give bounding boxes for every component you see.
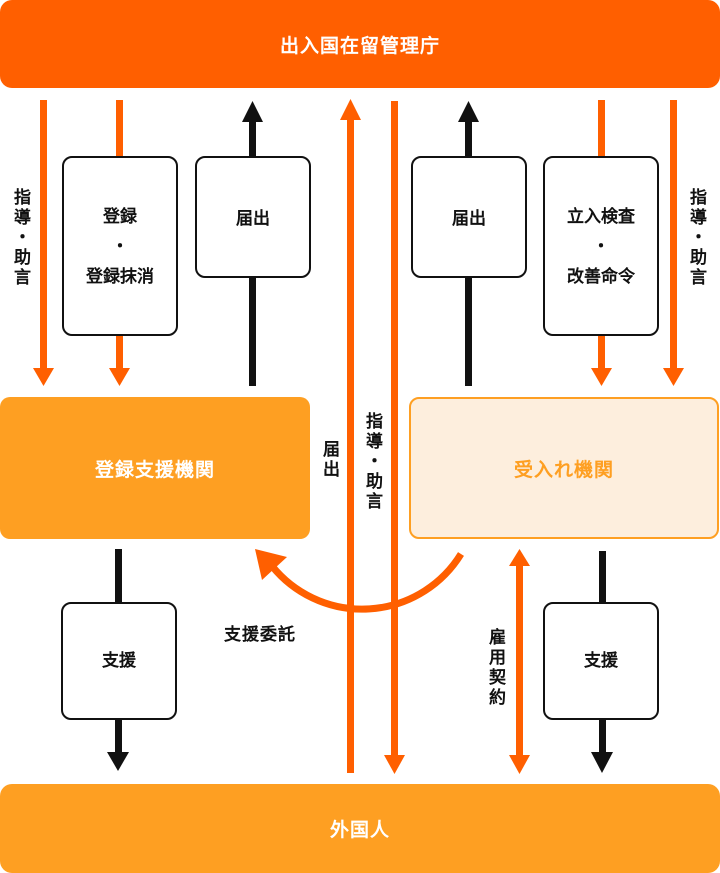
inspection-line-2: ・ — [592, 237, 610, 257]
support-left-box: 支援 — [61, 602, 177, 720]
notification-center-label: 届出 — [319, 440, 339, 480]
support-consignment-label: 支援委託 — [224, 625, 296, 645]
registration-line-2: ・ — [111, 237, 129, 257]
guidance-center-label: 指導・助言 — [362, 412, 382, 512]
registered-support-org: 登録支援機関 — [0, 397, 310, 539]
inspection-line-1: 立入検査 — [567, 207, 635, 227]
registration-line-3: 登録抹消 — [86, 267, 154, 287]
notification-right-label: 届出 — [452, 209, 486, 229]
arrow-guidance-left — [33, 100, 54, 386]
notification-right-box: 届出 — [411, 156, 527, 278]
arrow-guidance-center — [384, 101, 405, 774]
guidance-right-label: 指導・助言 — [686, 188, 706, 288]
inspection-box: 立入検査 ・ 改善命令 — [543, 156, 659, 336]
immigration-agency-bar: 出入国在留管理庁 — [0, 0, 720, 88]
notification-left-box: 届出 — [195, 156, 311, 278]
guidance-left-label: 指導・助言 — [10, 188, 30, 288]
accepting-org: 受入れ機関 — [409, 397, 719, 539]
foreign-national-label: 外国人 — [329, 819, 390, 841]
arrow-notification-center — [340, 99, 361, 773]
immigration-agency-label: 出入国在留管理庁 — [279, 34, 440, 57]
registration-line-1: 登録 — [103, 207, 137, 227]
registration-box: 登録 ・ 登録抹消 — [62, 156, 178, 336]
support-right-box: 支援 — [543, 602, 659, 720]
employment-contract-label: 雇用契約 — [485, 628, 505, 708]
support-right-label: 支援 — [584, 651, 618, 671]
arrow-employment-contract — [509, 549, 530, 774]
arrow-guidance-right — [663, 100, 684, 386]
registered-support-org-label: 登録支援機関 — [94, 458, 215, 481]
arrow-support-consignment — [255, 549, 464, 613]
foreign-national-bar: 外国人 — [0, 784, 720, 873]
notification-left-label: 届出 — [236, 209, 270, 229]
accepting-org-label: 受入れ機関 — [513, 458, 614, 481]
support-left-label: 支援 — [102, 651, 136, 671]
inspection-line-3: 改善命令 — [567, 267, 635, 287]
